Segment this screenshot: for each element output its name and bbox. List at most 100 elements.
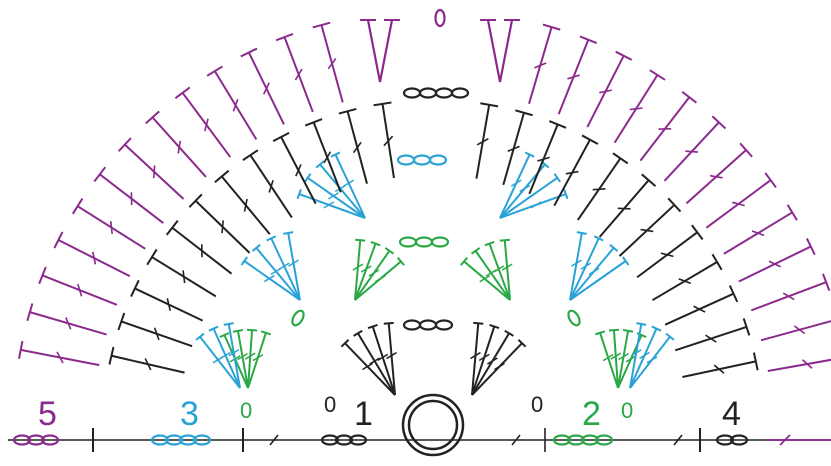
base-slip-0 <box>269 434 279 446</box>
base-chain-13 <box>594 434 614 446</box>
chain-row2-side-r <box>567 309 581 327</box>
row4-stitch-16-bar <box>242 149 259 161</box>
row5-stitch-5 <box>705 172 777 229</box>
shell-row2-left-low-bar-1 <box>246 328 258 332</box>
row4-stitch-7-slash <box>592 187 606 191</box>
row5-stitch-11-bar <box>579 35 598 45</box>
row-label-2: 2 <box>582 395 601 433</box>
shell-row3-right-mid-bar-0 <box>622 256 630 266</box>
shell-row2-left-high-post-3 <box>354 240 362 301</box>
shell-row3-right-mid-bar-3 <box>576 231 587 235</box>
row5-stitch-5-bar <box>764 172 777 189</box>
row4-stitch-13-slash <box>352 141 362 154</box>
row4-stitch-3-slash <box>678 278 692 285</box>
row4-stitch-9 <box>528 120 567 195</box>
shell-row1-left-post-1 <box>371 326 396 396</box>
shell-row1-left-bar-1 <box>367 324 378 330</box>
row4-stitch-11 <box>475 102 499 179</box>
row5-stitch-10-slash <box>599 89 612 94</box>
shell-row2-left-high-slash-1 <box>368 269 380 277</box>
row4-stitch-1-slash <box>705 334 717 343</box>
row5-stitch-23 <box>38 266 118 306</box>
row5-stitch-5-slash <box>732 201 745 207</box>
shell-row3-left-low-bar-1 <box>208 325 219 332</box>
row5-stitch-4-slash <box>751 230 765 237</box>
shell-row3-right-high-slash-2 <box>519 184 531 193</box>
row5-stitch-0 <box>767 358 831 372</box>
row4-stitch-22-bar <box>117 312 126 331</box>
shell-row3-left-mid <box>240 231 301 301</box>
shell-row2-right-high-post-2 <box>474 250 511 301</box>
row5-stitch-3 <box>738 238 816 283</box>
row4-stitch-22 <box>117 312 193 348</box>
shell-row3-right-mid-slash-2 <box>580 262 592 270</box>
shell-row2-right-high <box>460 238 513 301</box>
row4-stitch-13-bar <box>338 107 357 115</box>
shell-row2-left-low-post-1 <box>247 330 254 389</box>
row4-stitch-14 <box>304 118 342 193</box>
row5-stitch-3-slash <box>768 260 781 268</box>
row4-stitch-0-slash <box>713 364 725 374</box>
row5-stitch-20-bar <box>93 166 107 183</box>
shell-row1-right-bar-0 <box>517 339 527 348</box>
row4-stitch-15 <box>272 131 317 205</box>
row4-stitch-21-slash <box>166 298 172 311</box>
row4-stitch-7 <box>576 152 629 221</box>
chain-row2-2 <box>430 236 450 248</box>
chain-row4-1 <box>418 87 438 99</box>
shell-row2-left-low-slash-0 <box>252 354 264 362</box>
shell-row3-right-mid-post-3 <box>569 232 583 301</box>
row5-v-stitch-0 <box>360 19 400 83</box>
row5-stitch-4 <box>723 204 798 255</box>
row5-stitch-4-bar <box>786 204 798 221</box>
row5-stitch-15 <box>240 47 285 125</box>
shell-row1-left-post-0 <box>387 323 396 396</box>
base-chain-1 <box>26 434 46 446</box>
shell-row2-right-high-post-3 <box>463 260 511 301</box>
shell-row3-right-high-bar-1 <box>553 173 562 183</box>
shell-row1-right-post-2 <box>471 326 496 396</box>
row4-stitch-9-slash <box>537 156 550 162</box>
chain-row4-2 <box>434 87 454 99</box>
row5-stitch-12-bar <box>542 23 561 31</box>
row4-stitch-5-slash <box>640 228 654 233</box>
row5-stitch-2 <box>750 273 831 312</box>
shell-row3-right-high-bar-3 <box>524 151 535 158</box>
shell-row2-right-high-slash-3 <box>479 275 491 283</box>
row4-stitch-16-slash <box>268 180 274 193</box>
row4-stitch-20-slash <box>182 270 186 284</box>
row4-stitch-2-bar <box>728 285 739 303</box>
base-slip-1 <box>511 434 521 446</box>
row4-stitch-5-bar <box>667 197 682 213</box>
row5-v-left-0 <box>366 19 382 83</box>
chain-row3-0 <box>396 154 416 166</box>
shell-row3-left-mid-post-2 <box>255 247 301 301</box>
shell-row3-right-high-slash-3 <box>510 179 522 187</box>
shell-row3-right-low-slash-1 <box>639 351 650 359</box>
row-label-5: 5 <box>38 395 57 433</box>
row4-stitch-6-bar <box>641 173 657 187</box>
row4-stitch-16 <box>242 149 293 219</box>
row5-stitch-21 <box>71 198 146 250</box>
row4-stitch-12-bar <box>373 101 392 107</box>
shell-row2-right-low-slash-2 <box>610 352 622 360</box>
shell-row2-left-low-post-2 <box>236 330 249 389</box>
shell-row3-left-low-slash-2 <box>212 356 224 364</box>
shell-row3-left-mid-post-3 <box>243 260 301 301</box>
shell-row2-left-high-slash-3 <box>352 263 364 271</box>
shell-row3-left-mid-post-0 <box>287 232 301 301</box>
shell-row3-left-high-bar-0 <box>330 151 341 158</box>
row5-stitch-25-bar <box>18 340 24 359</box>
zero-label-1: 0 <box>240 398 252 423</box>
shell-row1-left-bar-0 <box>383 321 394 325</box>
chain-row3-1 <box>412 154 432 166</box>
row5-stitch-9 <box>613 69 666 144</box>
row5-stitch-12-slash <box>534 62 547 69</box>
row5-stitch-2-slash <box>782 292 795 301</box>
base-chain-5 <box>178 434 198 446</box>
row4-stitch-11-bar <box>480 102 499 108</box>
chain-row2-0 <box>398 236 418 248</box>
shell-row1-left-slash-3 <box>362 362 373 371</box>
shell-row2-left-low-slash-2 <box>237 352 248 361</box>
